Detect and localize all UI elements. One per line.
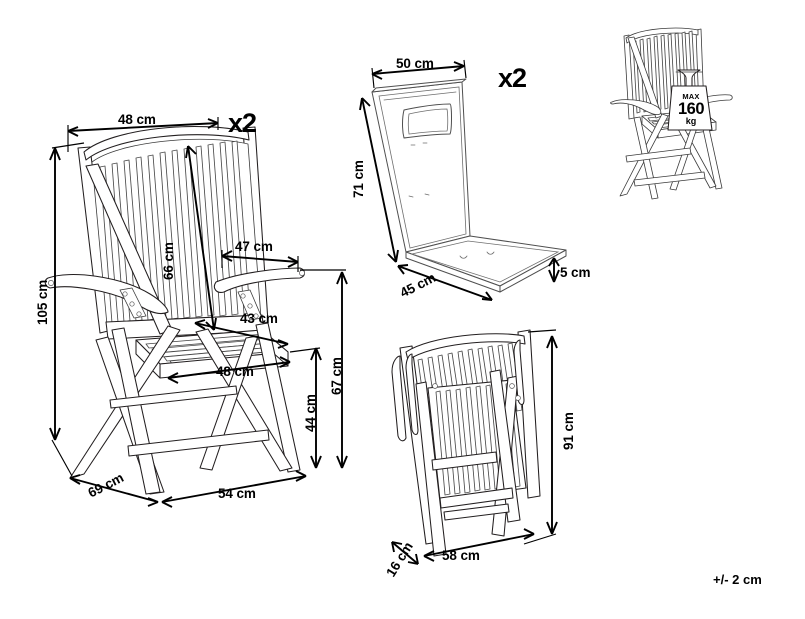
dim-label-back-width: 48 cm: [118, 112, 156, 127]
quantity-label-cushion: x2: [498, 63, 527, 93]
dim-label-folded-width: 58 cm: [442, 548, 480, 563]
dim-label-total-height: 105 cm: [35, 279, 50, 325]
max-load-prefix: MAX: [682, 92, 700, 101]
dim-label-seat-height: 44 cm: [303, 394, 318, 432]
dim-label-seat-width: 48 cm: [216, 364, 254, 379]
dim-label-cushion-top-width: 50 cm: [396, 56, 434, 71]
max-load-unit: kg: [685, 116, 697, 126]
dim-label-folded-height: 91 cm: [561, 412, 576, 450]
dim-label-cushion-back-length: 71 cm: [351, 160, 366, 198]
tolerance-note: +/- 2 cm: [713, 572, 762, 587]
dim-label-overall-width: 54 cm: [218, 486, 256, 501]
max-load-value: 160: [677, 100, 705, 118]
dim-label-cushion-thickness: 5 cm: [560, 265, 591, 280]
dim-label-arm-height: 67 cm: [329, 357, 344, 395]
quantity-label-chair: x2: [228, 108, 257, 138]
dim-label-back-height: 66 cm: [161, 242, 176, 280]
dim-label-seat-depth: 43 cm: [240, 311, 278, 326]
dim-label-arm-depth: 47 cm: [235, 239, 273, 254]
